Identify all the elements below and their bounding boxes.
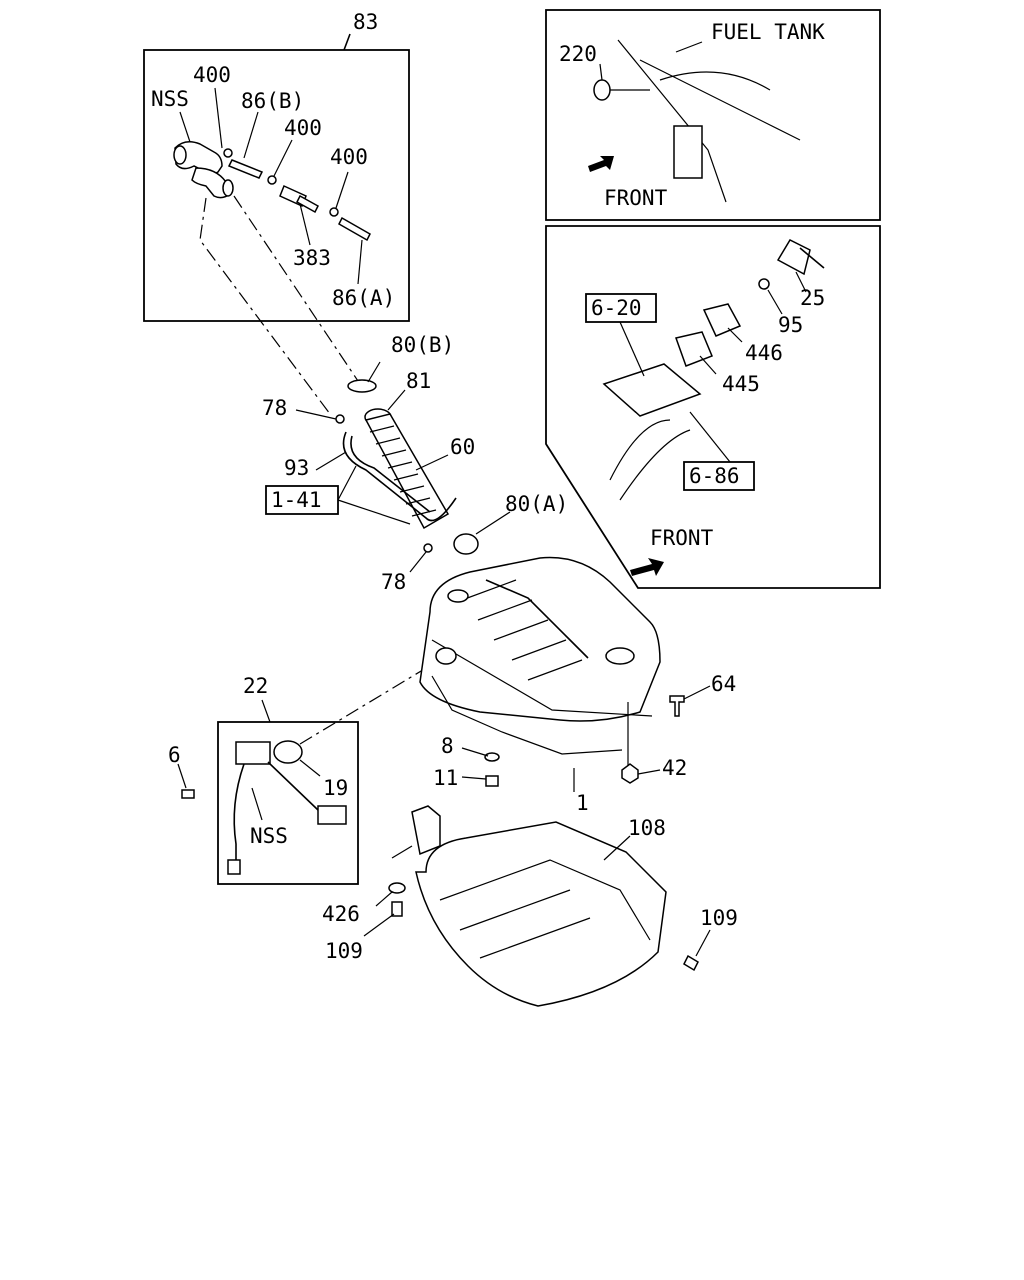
ref-box-6-86 <box>683 461 755 491</box>
callout-1: 1 <box>576 791 589 815</box>
washer-426 <box>388 882 406 894</box>
callout-nss: NSS <box>250 824 288 848</box>
inset-sender-unit <box>217 699 359 885</box>
inset-fuel-front-frame <box>545 9 881 221</box>
callout-front: FRONT <box>650 526 714 550</box>
clip-78-a <box>335 414 345 424</box>
valve-383-part <box>279 184 319 214</box>
gasket-19 <box>273 740 303 764</box>
callout-108: 108 <box>628 816 666 840</box>
sender-unit-nss <box>227 741 347 875</box>
inset-filler-neck <box>143 33 410 322</box>
callout-86b: 86(B) <box>241 89 304 113</box>
inset-pump-bracket <box>545 225 881 589</box>
callout-78: 78 <box>381 570 406 594</box>
clip-400-a <box>223 148 233 158</box>
callout-81: 81 <box>406 369 431 393</box>
filler-elbow-part <box>173 141 234 199</box>
nut-42 <box>621 763 639 784</box>
callout-1-41: 1-41 <box>271 488 322 512</box>
callout-19: 19 <box>323 776 348 800</box>
inset-22-frame <box>217 721 359 885</box>
tank-protector-108 <box>411 805 667 1007</box>
callout-445: 445 <box>722 372 760 396</box>
front-arrow-1 <box>588 156 614 172</box>
hose-86b <box>227 159 264 179</box>
gasket-445 <box>675 331 713 367</box>
filler-neck-assembly <box>265 361 511 573</box>
ref-box-1-41 <box>265 485 339 515</box>
callout-109: 109 <box>700 906 738 930</box>
screw-6 <box>181 789 195 799</box>
callout-25: 25 <box>800 286 825 310</box>
washer-8 <box>484 752 500 762</box>
tank-hardware <box>461 685 711 787</box>
bracket-part <box>602 363 702 417</box>
callout-400: 400 <box>330 145 368 169</box>
callout-78: 78 <box>262 396 287 420</box>
callout-22: 22 <box>243 674 268 698</box>
callout-86a: 86(A) <box>332 286 395 310</box>
callout-11: 11 <box>433 766 458 790</box>
callout-93: 93 <box>284 456 309 480</box>
gasket-446 <box>702 303 742 337</box>
callout-64: 64 <box>711 672 736 696</box>
callout-60: 60 <box>450 435 475 459</box>
callout-383: 383 <box>293 246 331 270</box>
callout-80b: 80(B) <box>391 333 454 357</box>
callout-42: 42 <box>662 756 687 780</box>
callout-8: 8 <box>441 734 454 758</box>
clip-400-b <box>267 175 277 185</box>
hose-80a <box>453 533 479 555</box>
callout-446: 446 <box>745 341 783 365</box>
bolt-109-right <box>683 954 699 972</box>
screw-95 <box>758 278 770 290</box>
callout-95: 95 <box>778 313 803 337</box>
bolt-109-left <box>391 901 403 917</box>
clamp-80b <box>347 379 377 393</box>
callout-6-20: 6-20 <box>591 296 642 320</box>
clip-220 <box>593 79 611 101</box>
inset-pump-frame <box>545 225 881 589</box>
callout-426: 426 <box>322 902 360 926</box>
inset-fuel-tank-front <box>545 9 881 221</box>
callout-front: FRONT <box>604 186 668 210</box>
callout-220: 220 <box>559 42 597 66</box>
ref-box-6-20 <box>585 293 657 323</box>
bolt-64 <box>669 695 685 717</box>
front-arrow-2 <box>630 558 664 576</box>
callout-83: 83 <box>353 10 378 34</box>
fuel-tank-1 <box>419 556 661 792</box>
callout-nss: NSS <box>151 87 189 111</box>
hose-86a <box>338 216 371 242</box>
callout-400: 400 <box>193 63 231 87</box>
protector-bracket <box>411 805 441 856</box>
clip-78-b <box>423 543 433 553</box>
callout-6: 6 <box>168 743 181 767</box>
callout-80a: 80(A) <box>505 492 568 516</box>
pump-25 <box>776 239 825 276</box>
callout-400: 400 <box>284 116 322 140</box>
callout-109: 109 <box>325 939 363 963</box>
callout-6-86: 6-86 <box>689 464 740 488</box>
breather-93 <box>342 431 457 522</box>
clip-400-c <box>329 207 339 217</box>
inset-83-frame <box>143 49 410 322</box>
callout-fuel-tank: FUEL TANK <box>711 20 825 44</box>
bolt-11 <box>485 775 499 787</box>
